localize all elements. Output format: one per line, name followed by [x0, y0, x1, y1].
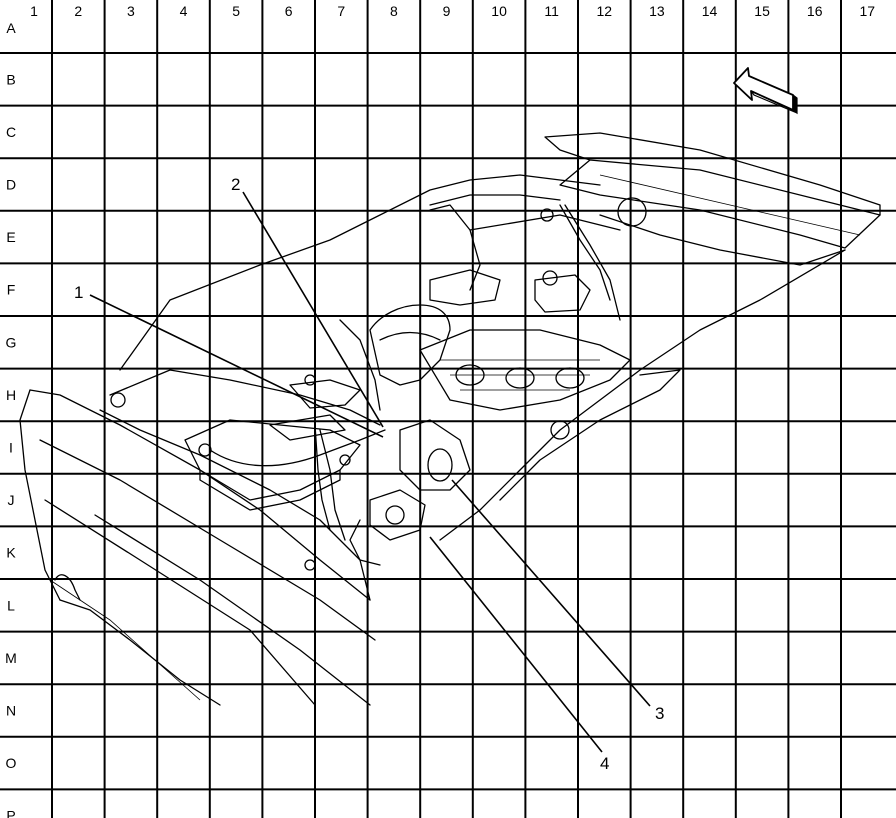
grid-row-label: I [9, 440, 13, 456]
grid-column-label: 13 [649, 3, 665, 19]
callout-labels: 1 2 3 4 [74, 175, 664, 773]
grid-column-label: 10 [491, 3, 507, 19]
grid-row-label: A [6, 20, 16, 36]
grid-column-label: 2 [74, 3, 82, 19]
callout-2-leader [242, 191, 384, 428]
grid-row-label: B [6, 71, 15, 87]
grid-column-label: 1 [30, 3, 38, 19]
grid-row-label: J [8, 492, 15, 508]
grid-row-label: M [5, 650, 17, 666]
grid-column-label: 15 [754, 3, 770, 19]
front-direction-arrow-icon [733, 67, 798, 115]
grid-column-label: 16 [807, 3, 823, 19]
callout-3-leader [451, 479, 651, 707]
grid-column-label: 9 [443, 3, 451, 19]
grid-row-labels: A B C D E F G H I J K L M N O P [5, 20, 17, 818]
grid-row-label: P [6, 808, 15, 818]
grid-row-label: F [7, 282, 16, 298]
grid-row-label: O [6, 755, 17, 771]
grid-column-label: 8 [390, 3, 398, 19]
grid-row-label: D [6, 177, 16, 193]
callout-leaders [89, 191, 651, 753]
callout-1-leader [89, 294, 384, 438]
callout-2: 2 [231, 175, 240, 194]
engine-compartment-illustration [19, 132, 881, 706]
grid-row-label: K [6, 545, 16, 561]
grid-row-label: E [6, 229, 15, 245]
callout-4: 4 [600, 754, 609, 773]
grid-column-label: 14 [702, 3, 718, 19]
grid-row-label: C [6, 124, 16, 140]
grid-column-label: 17 [860, 3, 876, 19]
grid-row-label: H [6, 387, 16, 403]
grid-column-label: 5 [232, 3, 240, 19]
grid-column-label: 6 [285, 3, 293, 19]
grid-row-label: G [6, 334, 17, 350]
grid-column-label: 4 [180, 3, 188, 19]
callout-1: 1 [74, 283, 83, 302]
callout-3: 3 [655, 704, 664, 723]
callout-4-leader [429, 536, 603, 753]
grid-column-label: 12 [597, 3, 613, 19]
grid-row-label: L [7, 597, 15, 613]
grid-row-label: N [6, 703, 16, 719]
grid-column-label: 3 [127, 3, 135, 19]
grid-column-label: 11 [544, 3, 559, 19]
grid-column-label: 7 [337, 3, 345, 19]
